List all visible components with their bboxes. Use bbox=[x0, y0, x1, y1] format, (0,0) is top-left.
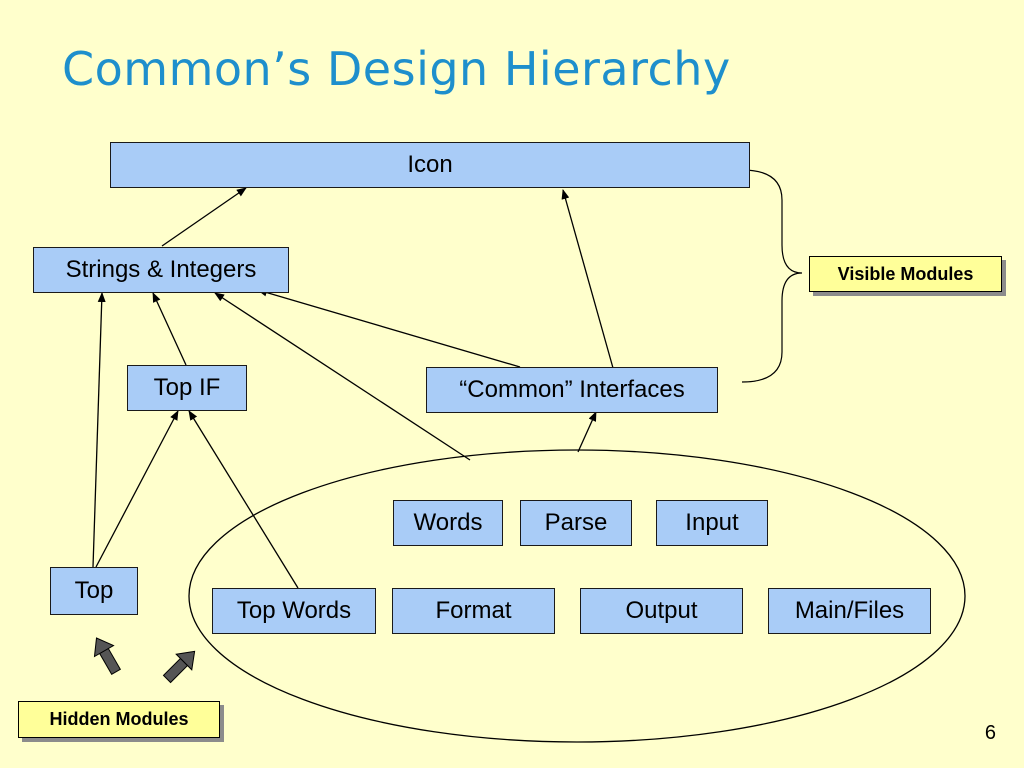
module-format: Format bbox=[392, 588, 555, 634]
arrow-hidden-to-common bbox=[577, 411, 597, 453]
hidden-modules-ellipse bbox=[188, 449, 966, 743]
arrow-common-to-icon bbox=[561, 189, 614, 369]
module-parse: Parse bbox=[520, 500, 632, 546]
module-input: Input bbox=[656, 500, 768, 546]
module-strings-integers: Strings & Integers bbox=[33, 247, 289, 293]
arrow-topif-to-strings bbox=[152, 292, 187, 366]
module-common-interfaces: “Common” Interfaces bbox=[426, 367, 718, 413]
arrow-top-to-topif bbox=[95, 410, 179, 568]
module-top: Top bbox=[50, 567, 138, 615]
page-number: 6 bbox=[984, 722, 996, 744]
module-words: Words bbox=[393, 500, 503, 546]
module-output: Output bbox=[580, 588, 743, 634]
module-top-words: Top Words bbox=[212, 588, 376, 634]
visible-modules-brace bbox=[741, 169, 803, 383]
hidden-modules-label: Hidden Modules bbox=[18, 701, 220, 738]
arrow-topwords-to-topif bbox=[188, 410, 299, 589]
visible-modules-label: Visible Modules bbox=[809, 256, 1002, 292]
arrow-top-to-strings bbox=[92, 292, 106, 568]
module-icon: Icon bbox=[110, 142, 750, 188]
module-main-files: Main/Files bbox=[768, 588, 931, 634]
slide-title: Common’s Design Hierarchy bbox=[62, 42, 731, 96]
module-top-if: Top IF bbox=[127, 365, 247, 411]
hidden-pointer-arrow-right bbox=[162, 650, 196, 684]
hidden-pointer-arrow-left bbox=[93, 637, 122, 675]
arrow-hidden-to-strings bbox=[214, 292, 471, 461]
arrow-strings-to-icon bbox=[161, 187, 247, 247]
arrow-common-to-strings bbox=[257, 288, 521, 368]
